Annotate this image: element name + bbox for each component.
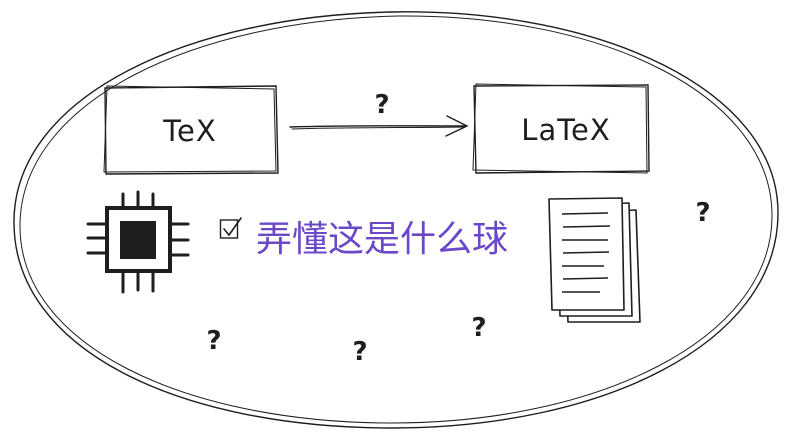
- arrow-question-mark: ?: [374, 90, 389, 120]
- question-mark: ?: [206, 326, 221, 356]
- question-mark: ?: [471, 313, 486, 343]
- question-mark: ?: [352, 337, 367, 367]
- tex-label: TeX: [162, 114, 217, 148]
- question-mark: ?: [695, 198, 710, 228]
- latex-box: [472, 83, 650, 174]
- latex-label: LaTeX: [521, 113, 610, 147]
- cpu-chip-icon: [86, 190, 190, 294]
- tex-to-latex-arrow: [289, 115, 469, 137]
- document-stack-icon: [548, 197, 641, 323]
- checkbox-icon: [219, 217, 242, 239]
- tex-box: [103, 85, 279, 175]
- outer-ellipse: [13, 11, 779, 429]
- caption-text: 弄懂这是什么球: [256, 219, 509, 260]
